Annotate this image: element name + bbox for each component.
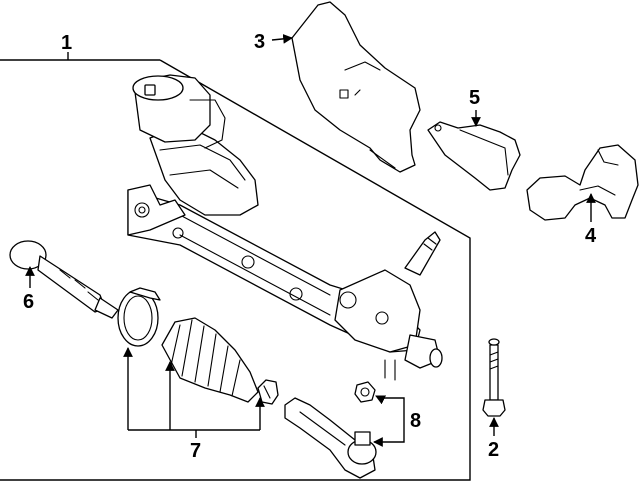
callout-5: 5 xyxy=(469,87,480,109)
small-clamp xyxy=(257,379,279,405)
leader-3 xyxy=(271,34,293,44)
heat-shield xyxy=(291,1,421,173)
callout-2: 2 xyxy=(488,439,499,461)
rack-and-pinion-gear-assembly xyxy=(127,74,443,381)
mounting-bolt xyxy=(482,338,506,417)
callout-1: 1 xyxy=(61,32,72,54)
leader-8 xyxy=(380,397,405,443)
leader-7 xyxy=(128,429,260,438)
rack-boot xyxy=(161,317,259,403)
tie-rod-nut xyxy=(354,381,376,403)
boot-shield xyxy=(526,144,639,221)
shield-bracket xyxy=(427,121,521,191)
leader-8a xyxy=(375,395,387,405)
inner-tie-rod xyxy=(9,240,119,319)
outer-tie-rod-end xyxy=(284,397,377,479)
callout-3: 3 xyxy=(254,31,265,53)
assembly-frame xyxy=(0,59,471,481)
callout-4: 4 xyxy=(585,225,597,247)
callout-7: 7 xyxy=(190,440,201,462)
callout-8: 8 xyxy=(410,410,421,432)
boot-clamp xyxy=(117,287,161,347)
callout-6: 6 xyxy=(23,291,34,313)
